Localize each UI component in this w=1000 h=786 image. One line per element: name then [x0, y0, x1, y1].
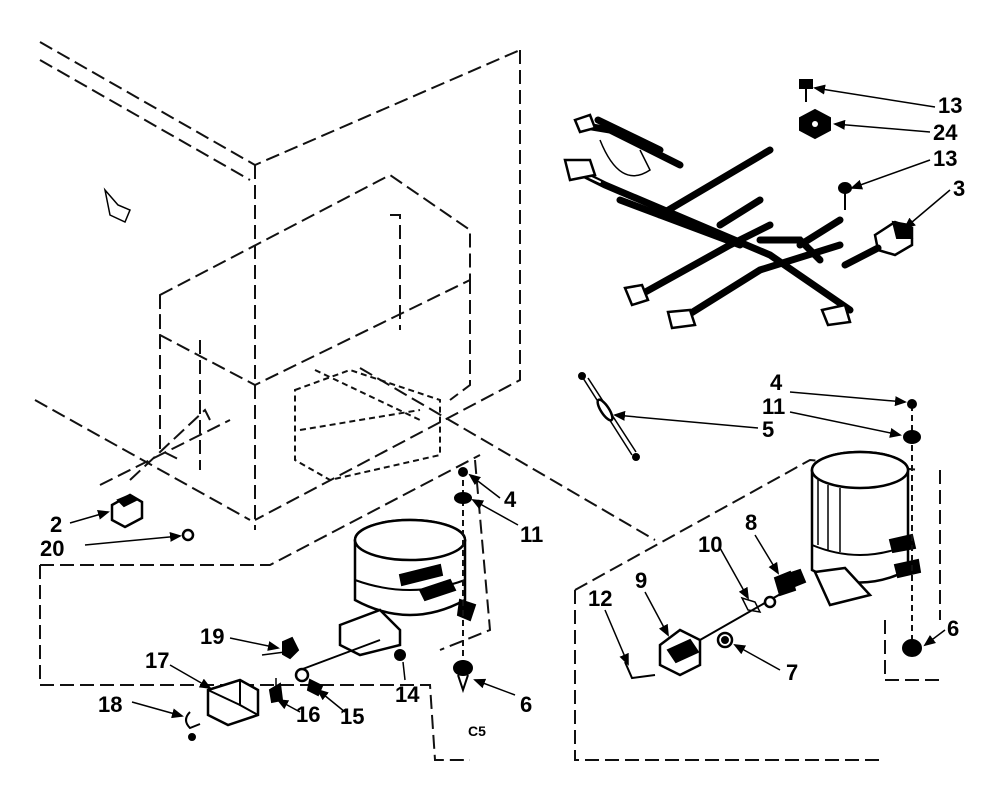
- wire-harness-part-3: [563, 113, 914, 330]
- callout-19: 19: [200, 624, 224, 649]
- part-5: [578, 372, 640, 461]
- callout-4-left: 4: [504, 487, 517, 512]
- part-19: [261, 636, 300, 660]
- part-7: [716, 631, 734, 649]
- part-9: [658, 628, 702, 677]
- mount-stack-left: [453, 467, 473, 694]
- callout-6-left: 6: [520, 692, 532, 717]
- callout-15: 15: [340, 704, 364, 729]
- callout-13-mid: 13: [933, 146, 957, 171]
- callout-12: 12: [588, 586, 612, 611]
- callout-24: 24: [933, 120, 958, 145]
- compressor-right: [699, 450, 922, 641]
- callout-3: 3: [953, 176, 965, 201]
- callout-8: 8: [745, 510, 757, 535]
- callout-5: 5: [762, 417, 774, 442]
- diagram-code: C5: [468, 723, 486, 739]
- callout-2: 2: [50, 512, 62, 537]
- part-10: [740, 595, 777, 613]
- callout-11-left: 11: [520, 522, 543, 547]
- screw-part-13-top: [799, 79, 813, 102]
- cabinet-outline: [34, 41, 521, 761]
- callout-18: 18: [98, 692, 122, 717]
- callout-6-right: 6: [947, 616, 959, 641]
- callout-20: 20: [40, 536, 64, 561]
- compressor-left: [299, 518, 477, 671]
- part-16: [268, 678, 284, 704]
- part-12: [624, 661, 656, 680]
- part-8: [773, 570, 797, 597]
- screw-part-20: [181, 528, 195, 542]
- callout-10: 10: [698, 532, 722, 557]
- callout-11-right: 11: [762, 394, 785, 419]
- mount-stack-right: [902, 399, 922, 657]
- screw-part-13-mid: [838, 182, 852, 210]
- callout-9: 9: [635, 568, 647, 593]
- callout-14: 14: [395, 682, 420, 707]
- callout-17: 17: [145, 648, 169, 673]
- cover-part-17: [206, 678, 260, 727]
- callout-16: 16: [296, 702, 320, 727]
- part-24: [799, 108, 831, 140]
- callout-13-top: 13: [938, 93, 962, 118]
- callout-7: 7: [786, 660, 798, 685]
- part-15: [294, 667, 324, 697]
- leader-arrows: [69, 84, 951, 719]
- relay-part-2: [110, 493, 144, 529]
- callout-4-right: 4: [770, 370, 783, 395]
- clip-part-18: [185, 711, 201, 741]
